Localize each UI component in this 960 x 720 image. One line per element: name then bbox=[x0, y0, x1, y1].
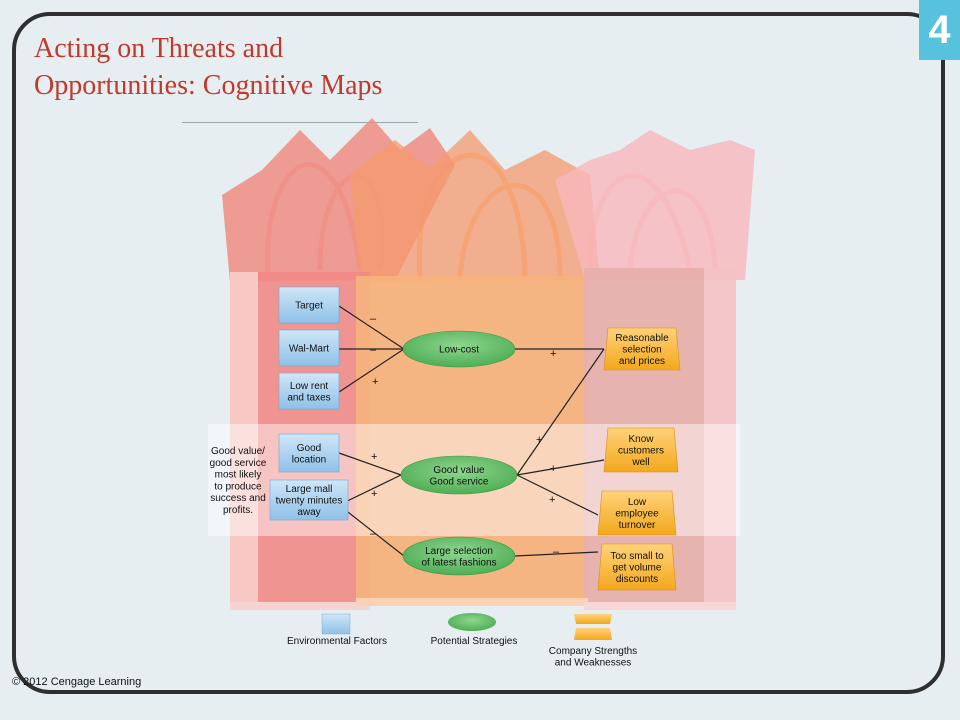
slide-title: Acting on Threats and Opportunities: Cog… bbox=[34, 33, 383, 101]
link-sign: + bbox=[536, 434, 542, 446]
link-lowrent-lowcost bbox=[338, 348, 405, 393]
link-goodvalue-reasonable bbox=[516, 348, 605, 476]
link-sign: + bbox=[371, 451, 377, 463]
node-label-line: selection bbox=[622, 345, 661, 356]
goal-line: profits. bbox=[223, 505, 253, 516]
node-label-line: away bbox=[297, 507, 320, 518]
copyright-notice: © 2012 Cengage Learning bbox=[12, 676, 142, 688]
link-goodvalue-lowemp bbox=[516, 474, 599, 516]
legend-strategies-swatch bbox=[448, 613, 496, 631]
node-label-line: Good service bbox=[430, 476, 489, 487]
goal-line: good service bbox=[210, 458, 267, 469]
link-sign: + bbox=[371, 488, 377, 500]
node-label-line: Wal-Mart bbox=[289, 344, 329, 355]
node-label-line: and prices bbox=[619, 356, 665, 367]
link-goodvalue-know bbox=[516, 459, 605, 476]
goal-line: success and bbox=[210, 493, 266, 504]
link-mall-largesel bbox=[338, 504, 405, 557]
chapter-badge: 4 bbox=[919, 0, 960, 60]
node-label-line: customers bbox=[618, 446, 664, 457]
link-goodloc-goodvalue bbox=[338, 452, 402, 476]
node-label-line: and taxes bbox=[287, 392, 330, 403]
node-label-line: Good value bbox=[433, 465, 485, 476]
legend-strengths-line: and Weaknesses bbox=[555, 658, 632, 669]
link-sign: + bbox=[550, 348, 556, 360]
title-divider bbox=[182, 122, 418, 123]
environmental-factor-walmart: Wal-Mart bbox=[278, 329, 340, 367]
goal-line: to produce bbox=[214, 481, 262, 492]
link-sign: – bbox=[370, 344, 377, 356]
link-sign: + bbox=[372, 376, 378, 388]
node-label-line: Good bbox=[297, 443, 321, 454]
node-label-line: employee bbox=[615, 509, 659, 520]
node-label-line: Large selection bbox=[425, 546, 493, 557]
node-label-line: well bbox=[631, 457, 649, 468]
link-sign: + bbox=[550, 463, 556, 475]
shopping-bags-illustration bbox=[208, 118, 755, 610]
node-label-line: Low bbox=[628, 497, 647, 508]
node-label-line: get volume bbox=[613, 563, 662, 574]
legend-environmental-label: Environmental Factors bbox=[287, 636, 387, 647]
goal-line: Good value/ bbox=[211, 446, 265, 457]
legend-strengths-swatch-top bbox=[574, 614, 612, 624]
node-label-line: Reasonable bbox=[615, 333, 669, 344]
node-label-line: Target bbox=[295, 301, 323, 312]
node-label-line: discounts bbox=[616, 574, 658, 585]
environmental-factor-target: Target bbox=[278, 286, 340, 324]
link-mall-goodvalue bbox=[338, 474, 402, 506]
strategy-lowcost: Low-cost bbox=[402, 330, 516, 368]
link-sign: + bbox=[549, 494, 555, 506]
node-label-line: Low rent bbox=[290, 381, 329, 392]
legend-strategies-label: Potential Strategies bbox=[431, 636, 518, 647]
link-largesel-toosmall bbox=[514, 551, 599, 557]
legend-environmental-swatch bbox=[321, 613, 351, 635]
legend-strengths-swatch-bottom bbox=[574, 628, 612, 640]
node-label-line: Too small to bbox=[610, 551, 664, 562]
legend: Environmental Factors Potential Strategi… bbox=[287, 613, 637, 669]
link-sign: – bbox=[370, 528, 377, 540]
node-label-line: Know bbox=[628, 434, 654, 445]
node-label-line: location bbox=[292, 454, 326, 465]
node-label-line: twenty minutes bbox=[276, 496, 343, 507]
node-label-line: Large mall bbox=[286, 484, 333, 495]
link-sign: – bbox=[553, 546, 560, 558]
goal-line: most likely bbox=[215, 470, 262, 481]
link-sign: – bbox=[370, 313, 377, 325]
node-label-line: of latest fashions bbox=[421, 557, 496, 568]
node-label-line: turnover bbox=[619, 520, 656, 531]
legend-strengths-line: Company Strengths bbox=[549, 646, 637, 657]
link-target-lowcost bbox=[338, 305, 405, 350]
node-label-line: Low-cost bbox=[439, 345, 479, 356]
links-layer: – – + + + + – + + + – bbox=[338, 305, 605, 558]
